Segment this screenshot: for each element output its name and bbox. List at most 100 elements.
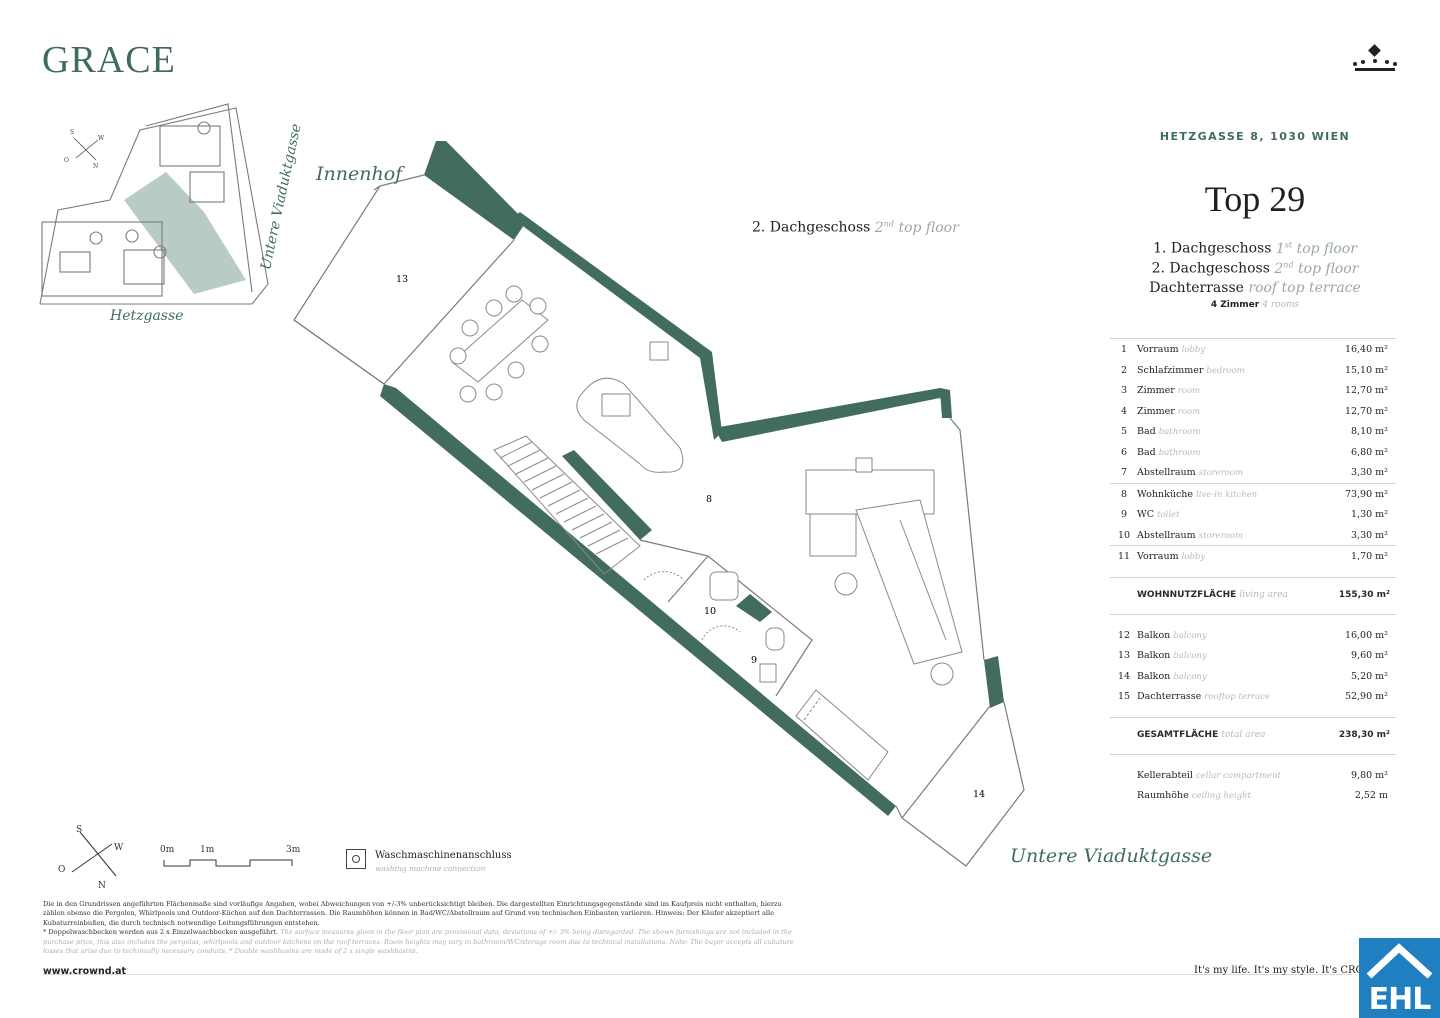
dining-table <box>449 285 669 403</box>
room-area: 16,00 m² <box>1344 629 1388 641</box>
table-row: Kellerabteil cellar compartment 9,80 m² <box>1110 765 1396 786</box>
room-name: Abstellraum storeroom <box>1137 529 1244 541</box>
street-untere-viaduktgasse: Untere Viaduktgasse <box>1010 845 1213 867</box>
ehl-logo-text: EHL <box>1368 982 1432 1017</box>
table-row: Raumhöhe ceiling height 2,52 m <box>1110 785 1396 806</box>
room-name: Balkon balcony <box>1137 629 1207 641</box>
room-name: Balkon balcony <box>1137 650 1207 661</box>
scale-label-1: 1m <box>200 845 215 855</box>
floor-line-3: Dachterrasse roof top terrace <box>1149 280 1361 296</box>
site-compass-o: O <box>64 157 69 164</box>
legend-label: Waschmaschinenanschluss <box>375 850 512 861</box>
table-row: 5 Bad bathroom 8,10 m² <box>1110 421 1396 442</box>
floor-caption: 2. Dachgeschoss 2nd top floor <box>752 219 959 236</box>
scale-label-3: 3m <box>286 845 301 855</box>
floor-line-2: 2. Dachgeschoss 2nd top floor <box>1151 260 1359 277</box>
room-area: 1,30 m² <box>1351 509 1388 520</box>
room-area: 9,60 m² <box>1351 650 1388 661</box>
footer-slogan: It's my life. It's my style. It's CROWN <box>1194 965 1383 976</box>
room-name: Schlafzimmer bedroom <box>1137 364 1245 376</box>
room-label-13: 13 <box>396 274 408 285</box>
room-number: 11 <box>1117 551 1131 562</box>
room-area: 9,80 m² <box>1351 769 1388 781</box>
room-name: Kellerabteil cellar compartment <box>1137 769 1281 781</box>
room-number: 7 <box>1120 467 1128 478</box>
compass-n: N <box>98 881 106 891</box>
disclaimer: Die in den Grundrissen angeführten Fläch… <box>43 900 794 956</box>
house-icon <box>1366 943 1433 979</box>
scale-bar <box>163 859 293 867</box>
site-compass-icon <box>73 137 99 161</box>
table-row: 11 Vorraum lobby 1,70 m² <box>1110 545 1396 567</box>
washing-machine-icon <box>346 849 366 869</box>
street-hetzgasse: Hetzgasse <box>110 308 184 324</box>
crown-icon <box>1353 44 1397 71</box>
rooms-count: 4 Zimmer 4 rooms <box>1210 300 1300 310</box>
plan-walls <box>380 141 1004 816</box>
room-name: Raumhöhe ceiling height <box>1137 790 1251 801</box>
table-row: 13 Balkon balcony 9,60 m² <box>1110 645 1396 666</box>
room-number: 6 <box>1120 446 1128 458</box>
room-area: 1,70 m² <box>1351 551 1388 562</box>
room-name: Bad bathroom <box>1137 446 1201 458</box>
sideboard <box>795 689 889 781</box>
room-area: 3,30 m² <box>1351 467 1388 478</box>
room-name: Abstellraum storeroom <box>1137 467 1244 478</box>
ehl-logo: EHL <box>1359 938 1440 1018</box>
room-label-10: 10 <box>704 606 716 617</box>
sofa <box>805 457 963 686</box>
scale-label-0: 0m <box>160 845 175 855</box>
site-plan: S W O N <box>39 103 269 305</box>
compass-o: O <box>58 865 65 875</box>
table-row: 3 Zimmer room 12,70 m² <box>1110 380 1396 401</box>
footer-divider <box>43 974 1353 975</box>
room-area: 52,90 m² <box>1344 691 1388 702</box>
table-row: 7 Abstellraum storeroom 3,30 m² <box>1110 462 1396 483</box>
address: HETZGASSE 8, 1030 WIEN <box>1159 130 1351 143</box>
room-name: Vorraum lobby <box>1137 344 1206 355</box>
room-area: 12,70 m² <box>1344 385 1388 396</box>
room-number: 5 <box>1120 426 1128 437</box>
room-area: 2,52 m <box>1354 790 1388 801</box>
room-area: 12,70 m² <box>1344 405 1388 417</box>
bathroom-fixtures <box>643 571 785 683</box>
room-label-9: 9 <box>751 655 757 666</box>
room-number: 10 <box>1117 529 1131 541</box>
room-label-14: 14 <box>973 789 985 800</box>
room-name: Zimmer room <box>1137 405 1201 417</box>
room-name: Balkon balcony <box>1137 670 1207 682</box>
room-number: 13 <box>1117 650 1131 661</box>
room-label-8: 8 <box>706 494 712 505</box>
site-compass-n: N <box>93 163 98 170</box>
plan-outlines <box>293 174 1025 867</box>
room-number: 1 <box>1120 344 1128 355</box>
legend-label-en: washing machine connection <box>375 864 486 873</box>
kitchen-island <box>576 377 684 473</box>
floor-line-1: 1. Dachgeschoss 1st top floor <box>1153 240 1357 257</box>
room-area: 15,10 m² <box>1344 364 1388 376</box>
room-name: Bad bathroom <box>1137 426 1201 437</box>
room-number: 3 <box>1120 385 1128 396</box>
room-name: Zimmer room <box>1137 385 1201 396</box>
room-name: Vorraum lobby <box>1137 551 1206 562</box>
room-number: 8 <box>1120 488 1128 500</box>
room-area: 8,10 m² <box>1351 426 1388 437</box>
table-row: 10 Abstellraum storeroom 3,30 m² <box>1110 525 1396 546</box>
room-number: 9 <box>1120 509 1128 520</box>
living-area-row: WOHNNUTZFLÄCHE living area 155,30 m² <box>1110 576 1396 615</box>
room-number: 15 <box>1117 691 1131 702</box>
room-area: 3,30 m² <box>1351 529 1388 541</box>
site-compass-s: S <box>70 129 74 136</box>
footer-url[interactable]: www.crownd.at <box>43 966 127 977</box>
compass-w: W <box>114 843 124 853</box>
site-compass-w: W <box>98 135 105 142</box>
